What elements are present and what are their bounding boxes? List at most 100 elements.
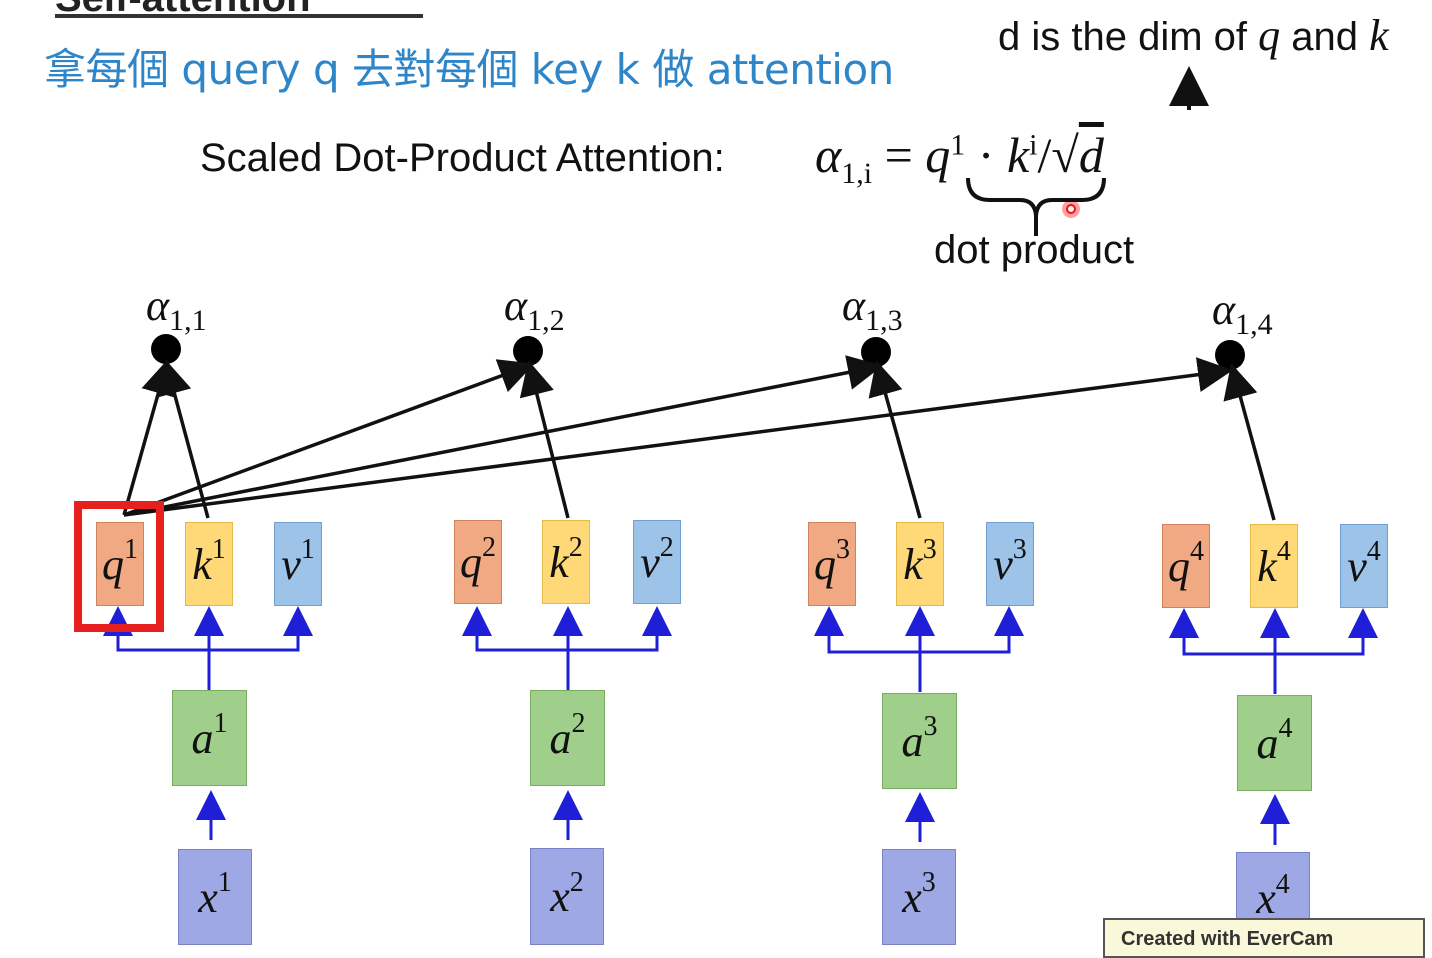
q4-symbol: q bbox=[1168, 541, 1190, 591]
attention-formula: α1,i = q1 · ki/√d bbox=[815, 126, 1104, 191]
k2-sup: 2 bbox=[568, 532, 583, 563]
x2-sup: 2 bbox=[569, 866, 584, 898]
alpha-label-4: α1,4 bbox=[1212, 284, 1273, 342]
alpha-label-3: α1,3 bbox=[842, 280, 903, 338]
a3-symbol: a bbox=[901, 716, 924, 766]
v4-symbol: v bbox=[1347, 541, 1367, 591]
q1-to-alpha-2 bbox=[123, 359, 535, 517]
q1-highlight-frame bbox=[74, 501, 164, 632]
dot-product-brace bbox=[966, 177, 1106, 217]
q2-symbol: q bbox=[460, 537, 482, 587]
alpha-node-4 bbox=[1215, 340, 1245, 370]
subtitle: 拿每個 query q 去對每個 key k 做 attention bbox=[44, 45, 894, 94]
x1-symbol: x bbox=[198, 872, 218, 922]
formula-eq: = bbox=[884, 127, 913, 183]
dim-note-k: k bbox=[1369, 11, 1389, 60]
k3-symbol: k bbox=[903, 539, 923, 589]
dim-note: d is the dim of q and k bbox=[998, 10, 1389, 61]
title-underline bbox=[55, 14, 423, 18]
evercam-watermark: Created with EverCam bbox=[1103, 918, 1425, 958]
a1-sup: 1 bbox=[213, 708, 228, 739]
v4-sup: 4 bbox=[1366, 536, 1381, 567]
alpha-node-1 bbox=[151, 334, 181, 364]
q2-sup: 2 bbox=[482, 532, 496, 563]
a3-sup: 3 bbox=[923, 711, 938, 742]
formula-q-sup: 1 bbox=[950, 128, 966, 162]
alpha-label-3-sub: 1,3 bbox=[865, 303, 903, 337]
q1-to-alpha-4 bbox=[123, 357, 1233, 517]
v3-symbol: v bbox=[993, 539, 1013, 589]
alpha-label-3-sym: α bbox=[842, 281, 866, 330]
v1-sup: 1 bbox=[300, 534, 315, 565]
v2-sup: 2 bbox=[659, 532, 674, 563]
formula-k: k bbox=[1006, 127, 1030, 183]
a4-sup: 4 bbox=[1278, 713, 1293, 744]
v1-symbol: v bbox=[281, 539, 301, 589]
q3-symbol: q bbox=[814, 539, 836, 589]
formula-alpha: α bbox=[815, 127, 842, 183]
x2-symbol: x bbox=[550, 872, 570, 921]
x4-sup: 4 bbox=[1275, 868, 1290, 900]
formula-q: q bbox=[925, 127, 951, 183]
k1-symbol: k bbox=[192, 539, 212, 589]
k1-to-alpha-1 bbox=[157, 359, 210, 519]
alpha-label-2: α1,2 bbox=[504, 280, 565, 338]
k2-symbol: k bbox=[549, 537, 569, 587]
k3-to-alpha-3 bbox=[868, 360, 922, 519]
alpha-label-2-sym: α bbox=[504, 281, 528, 330]
k4-sup: 4 bbox=[1276, 536, 1291, 567]
formula-d: d bbox=[1078, 127, 1104, 183]
k3-sup: 3 bbox=[922, 534, 937, 565]
formula-label: Scaled Dot-Product Attention: bbox=[200, 136, 725, 180]
dim-note-q: q bbox=[1258, 11, 1281, 60]
formula-alpha-sub: 1,i bbox=[841, 157, 873, 190]
q1-to-alpha-1 bbox=[122, 359, 176, 516]
alpha-node-2 bbox=[513, 336, 543, 366]
q1-symbol: q bbox=[102, 539, 124, 589]
k2-to-alpha-2 bbox=[519, 360, 570, 519]
a2-symbol: a bbox=[549, 713, 572, 763]
k1-sup: 1 bbox=[211, 534, 226, 565]
q1-to-alpha-3 bbox=[123, 355, 883, 517]
dim-note-and: and bbox=[1291, 15, 1359, 59]
alpha-label-1-sym: α bbox=[146, 281, 170, 330]
a1-symbol: a bbox=[191, 713, 214, 763]
x1-sup: 1 bbox=[217, 867, 232, 898]
k4-symbol: k bbox=[1257, 541, 1277, 591]
formula-slash: / bbox=[1037, 127, 1052, 183]
formula-dot: · bbox=[977, 127, 995, 183]
alpha-label-2-sub: 1,2 bbox=[527, 303, 565, 337]
q4-sup: 4 bbox=[1190, 536, 1204, 567]
v2-symbol: v bbox=[640, 537, 660, 587]
formula-sqrt: √ bbox=[1051, 127, 1079, 183]
alpha-label-4-sym: α bbox=[1212, 285, 1236, 334]
q1-sup: 1 bbox=[124, 534, 138, 565]
q3-sup: 3 bbox=[836, 534, 850, 565]
k4-to-alpha-4 bbox=[1223, 363, 1276, 521]
alpha-label-1: α1,1 bbox=[146, 280, 207, 338]
a2-sup: 2 bbox=[571, 708, 586, 739]
x3-symbol: x bbox=[902, 872, 922, 922]
alpha-label-1-sub: 1,1 bbox=[169, 303, 207, 337]
v3-sup: 3 bbox=[1012, 534, 1027, 565]
a4-symbol: a bbox=[1256, 718, 1279, 768]
cursor-pointer-icon bbox=[1062, 200, 1080, 218]
x3-sup: 3 bbox=[921, 867, 936, 898]
